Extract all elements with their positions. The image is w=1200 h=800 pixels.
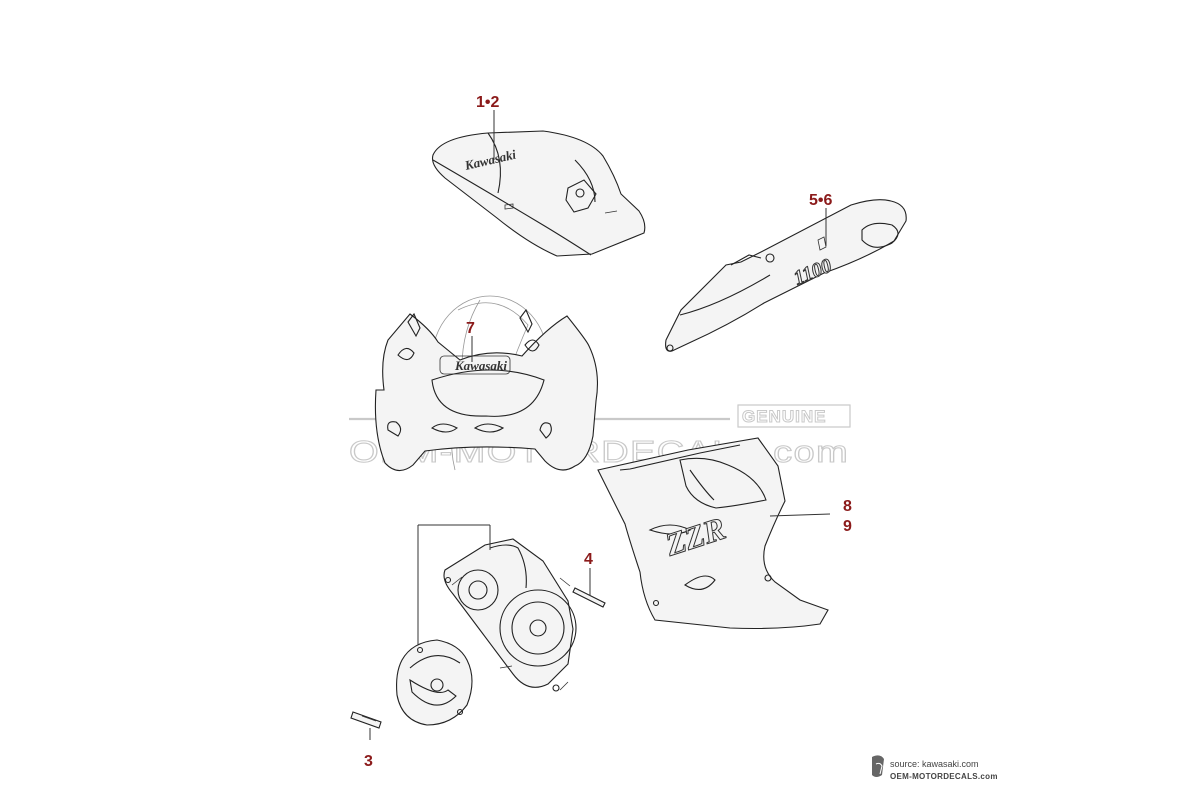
watermark-genuine: GENUINE [742, 407, 826, 426]
fairing-decal-text: Kawasaki [454, 358, 507, 373]
part-decal-strip: 4 [572, 551, 606, 608]
part-front-fairing: Kawasaki 7 [374, 308, 598, 472]
callout-5-6: 5•6 [809, 192, 833, 209]
credit-site: OEM-MOTORDECALS.com [890, 772, 998, 781]
callout-7: 7 [466, 320, 475, 337]
callout-3: 3 [364, 753, 373, 770]
source-credit: source: kawasaki.com OEM-MOTORDECALS.com [872, 755, 998, 781]
callout-4: 4 [584, 551, 593, 568]
part-engine-cover: 3 [350, 524, 491, 770]
part-fuel-tank: Kawasaki 1•2 [431, 94, 646, 257]
credit-logo-icon [872, 755, 884, 777]
callout-8: 8 [843, 498, 852, 515]
callout-1-2: 1•2 [476, 94, 500, 111]
credit-source: source: kawasaki.com [890, 759, 979, 769]
part-tail-section: 1100 5•6 [665, 192, 907, 352]
part-side-fairing: ZZR 8 9 [597, 437, 852, 630]
callout-9: 9 [843, 518, 852, 535]
part-engine-case [443, 538, 577, 692]
